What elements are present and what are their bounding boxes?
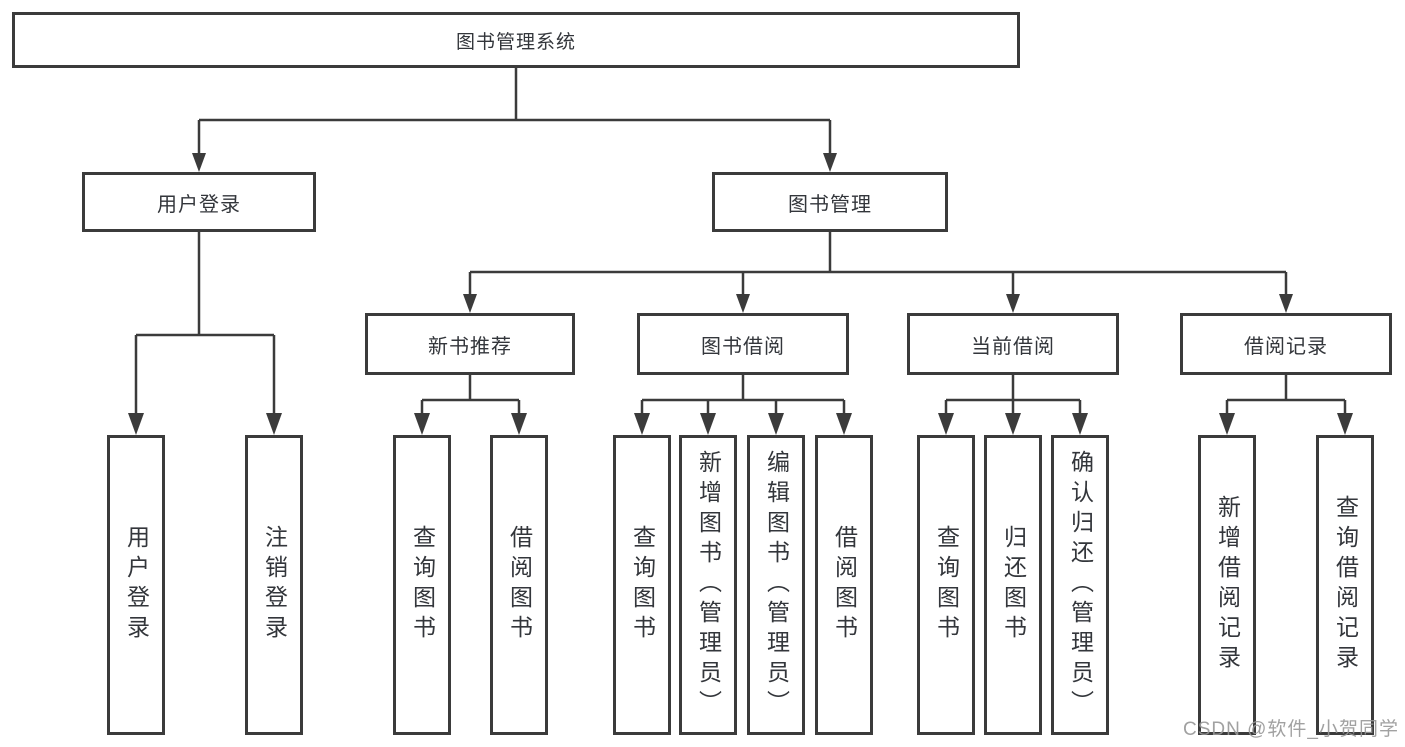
node-label: 新书推荐 <box>428 335 512 358</box>
connector-root-to-level2 <box>197 68 832 156</box>
node-label: 当前借阅 <box>971 335 1055 358</box>
arrowhead-bb-borrow <box>836 413 852 435</box>
arrowhead-cb-confirm <box>1072 413 1088 435</box>
node-label: 归还图书 <box>1000 525 1027 645</box>
leaf-confirm-return-admin: 确认归还（管理员） <box>1051 435 1109 735</box>
connector-book-borrow-to-leaves <box>640 375 846 416</box>
arrowhead-br-add <box>1219 413 1235 435</box>
leaf-add-books-admin: 新增图书（管理员） <box>679 435 737 735</box>
node-label: 借阅图书 <box>506 525 533 645</box>
node-library-management-system: 图书管理系统 <box>12 12 1020 68</box>
leaf-logout: 注销登录 <box>245 435 303 735</box>
arrowhead-leaf-logout <box>266 413 282 435</box>
arrowhead-user-login <box>192 153 206 172</box>
node-label: 用户登录 <box>123 525 150 645</box>
leaf-newrec-borrow-books: 借阅图书 <box>490 435 548 735</box>
connector-user-login-to-leaves <box>134 232 276 416</box>
node-label: 用户登录 <box>157 193 241 216</box>
arrowhead-nb-query <box>414 413 430 435</box>
node-label: 借阅图书 <box>831 525 858 645</box>
node-label: 图书管理系统 <box>455 31 576 53</box>
node-book-management: 图书管理 <box>712 172 948 232</box>
leaf-return-books: 归还图书 <box>984 435 1042 735</box>
arrowhead-bb-add <box>700 413 716 435</box>
node-new-book-recommendation: 新书推荐 <box>365 313 575 375</box>
arrowhead-nb-borrow <box>511 413 527 435</box>
leaf-add-borrow-record: 新增借阅记录 <box>1198 435 1256 735</box>
node-label: 查询图书 <box>629 525 656 645</box>
node-label: 图书管理 <box>788 193 872 216</box>
node-label: 查询借阅记录 <box>1332 495 1359 675</box>
leaf-user-login: 用户登录 <box>107 435 165 735</box>
node-label: 编辑图书（管理员） <box>763 450 790 720</box>
arrowhead-book-management <box>823 153 837 172</box>
connector-current-borrow-to-leaves <box>944 375 1082 416</box>
leaf-borrowing-borrow-books: 借阅图书 <box>815 435 873 735</box>
arrowhead-bb-edit <box>768 413 784 435</box>
leaf-query-borrow-record: 查询借阅记录 <box>1316 435 1374 735</box>
leaf-edit-books-admin: 编辑图书（管理员） <box>747 435 805 735</box>
connector-borrow-record-to-leaves <box>1225 375 1347 416</box>
csdn-watermark: CSDN @软件_小贺同学 <box>1183 719 1399 740</box>
connector-book-management-to-level3 <box>468 232 1288 297</box>
arrowhead-borrow-record <box>1279 294 1293 313</box>
arrowhead-new-book-rec <box>463 294 477 313</box>
node-label: 注销登录 <box>261 525 288 645</box>
node-label: 确认归还（管理员） <box>1067 450 1094 720</box>
leaf-newrec-query-books: 查询图书 <box>393 435 451 735</box>
node-book-borrowing: 图书借阅 <box>637 313 849 375</box>
leaf-current-query-books: 查询图书 <box>917 435 975 735</box>
node-label: 新增图书（管理员） <box>695 450 722 720</box>
node-label: 新增借阅记录 <box>1214 495 1241 675</box>
connector-new-book-rec-to-leaves <box>420 375 521 416</box>
arrowhead-book-borrow <box>736 294 750 313</box>
node-label: 查询图书 <box>933 525 960 645</box>
arrowhead-current-borrow <box>1006 294 1020 313</box>
arrowhead-bb-query <box>634 413 650 435</box>
node-label: 图书借阅 <box>701 335 785 358</box>
leaf-borrowing-query-books: 查询图书 <box>613 435 671 735</box>
arrowhead-leaf-login <box>128 413 144 435</box>
node-user-login: 用户登录 <box>82 172 316 232</box>
arrowhead-br-query <box>1337 413 1353 435</box>
node-label: 查询图书 <box>409 525 436 645</box>
node-current-borrowing: 当前借阅 <box>907 313 1119 375</box>
node-borrowing-records: 借阅记录 <box>1180 313 1392 375</box>
node-label: 借阅记录 <box>1244 335 1328 358</box>
arrowhead-cb-return <box>1005 413 1021 435</box>
arrowhead-cb-query <box>938 413 954 435</box>
